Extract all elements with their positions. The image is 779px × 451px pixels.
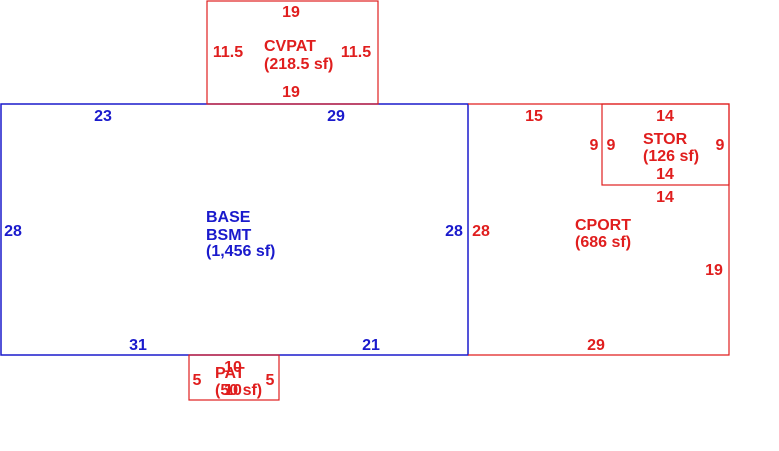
pat-dim-right: 5	[266, 372, 275, 389]
cvpat-name: CVPAT	[264, 38, 316, 55]
pat-area: (50 sf)	[215, 382, 262, 399]
cvpat-dim-right: 11.5	[341, 44, 371, 61]
cvpat-area: (218.5 sf)	[264, 56, 333, 73]
stor-dim-bottom: 14	[656, 166, 674, 183]
cvpat-dim-left: 11.5	[213, 44, 243, 61]
stor-dim-left: 9	[607, 137, 616, 154]
cport-dim-bottom: 29	[587, 337, 605, 354]
stor-name: STOR	[643, 131, 688, 148]
cport-name: CPORT	[575, 217, 631, 234]
stor-dim-top: 14	[656, 108, 674, 125]
base-name-secondary: BSMT	[206, 227, 252, 244]
pat-dim-top: 10	[224, 359, 242, 376]
stor-area: (126 sf)	[643, 148, 699, 165]
pat-outline	[188, 354, 280, 401]
stor-dim-right: 9	[716, 137, 725, 154]
cport-area: (686 sf)	[575, 234, 631, 251]
base-dim-right: 28	[445, 223, 463, 240]
base-dim-bottom-right: 21	[362, 337, 380, 354]
cvpat-outline	[206, 0, 379, 105]
pat-dim-bottom: 10	[224, 382, 242, 399]
cport-outline	[468, 103, 730, 356]
pat-name: PAT	[215, 365, 245, 382]
base-dim-left: 28	[4, 223, 22, 240]
cvpat-dim-bottom: 19	[282, 84, 300, 101]
cvpat-dim-top: 19	[282, 4, 300, 21]
base-dim-bottom-left: 31	[129, 337, 147, 354]
cport-dim-inner-left: 9	[590, 137, 599, 154]
cport-dim-inner-bottom: 14	[656, 189, 674, 206]
base-name: BASE	[206, 209, 251, 226]
cport-dim-right: 19	[705, 262, 723, 279]
base-dim-top-right: 29	[327, 108, 345, 125]
base-dim-top-left: 23	[94, 108, 112, 125]
pat-dim-left: 5	[193, 372, 202, 389]
cport-dim-top: 15	[525, 108, 543, 125]
base-area: (1,456 sf)	[206, 243, 275, 260]
stor-outline	[601, 103, 730, 186]
cport-dim-left: 28	[472, 223, 490, 240]
